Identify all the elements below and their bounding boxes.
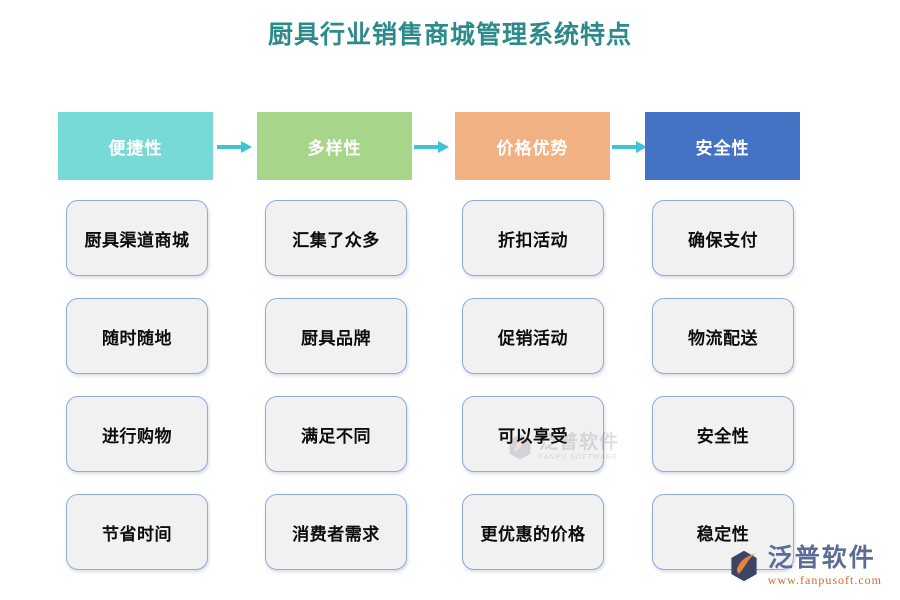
- arrow-right-icon: [612, 140, 648, 154]
- feature-card[interactable]: 物流配送: [652, 298, 794, 374]
- feature-card-grid: 厨具渠道商城 随时随地 进行购物 节省时间 汇集了众多 厨具品牌 满足不同 消费…: [0, 200, 900, 570]
- feature-card[interactable]: 厨具渠道商城: [66, 200, 208, 276]
- feature-card[interactable]: 随时随地: [66, 298, 208, 374]
- feature-card[interactable]: 安全性: [652, 396, 794, 472]
- fanpu-hexagon-logo-icon: [731, 550, 757, 582]
- page-title: 厨具行业销售商城管理系统特点: [267, 21, 632, 49]
- flow-header-price-advantage[interactable]: 价格优势: [455, 112, 610, 180]
- fanpu-logo: 泛普软件 www.fanpusoft.com: [726, 546, 882, 586]
- feature-card[interactable]: 消费者需求: [265, 494, 407, 570]
- feature-card[interactable]: 可以享受: [462, 396, 604, 472]
- flow-header-row: 便捷性 多样性 价格优势 安全性: [0, 112, 900, 180]
- feature-card[interactable]: 促销活动: [462, 298, 604, 374]
- logo-brand-name: 泛普软件: [767, 544, 876, 572]
- flow-header-convenience[interactable]: 便捷性: [58, 112, 213, 180]
- feature-card[interactable]: 厨具品牌: [265, 298, 407, 374]
- flow-header-security[interactable]: 安全性: [645, 112, 800, 180]
- feature-card[interactable]: 节省时间: [66, 494, 208, 570]
- arrow-right-icon: [414, 140, 450, 154]
- flow-header-diversity[interactable]: 多样性: [257, 112, 412, 180]
- feature-card[interactable]: 进行购物: [66, 396, 208, 472]
- arrow-right-icon: [217, 140, 253, 154]
- feature-card[interactable]: 汇集了众多: [265, 200, 407, 276]
- feature-card[interactable]: 稳定性: [652, 494, 794, 570]
- feature-card[interactable]: 确保支付: [652, 200, 794, 276]
- logo-url: www.fanpusoft.com: [767, 573, 882, 587]
- feature-card[interactable]: 折扣活动: [462, 200, 604, 276]
- feature-card[interactable]: 满足不同: [265, 396, 407, 472]
- feature-card[interactable]: 更优惠的价格: [462, 494, 604, 570]
